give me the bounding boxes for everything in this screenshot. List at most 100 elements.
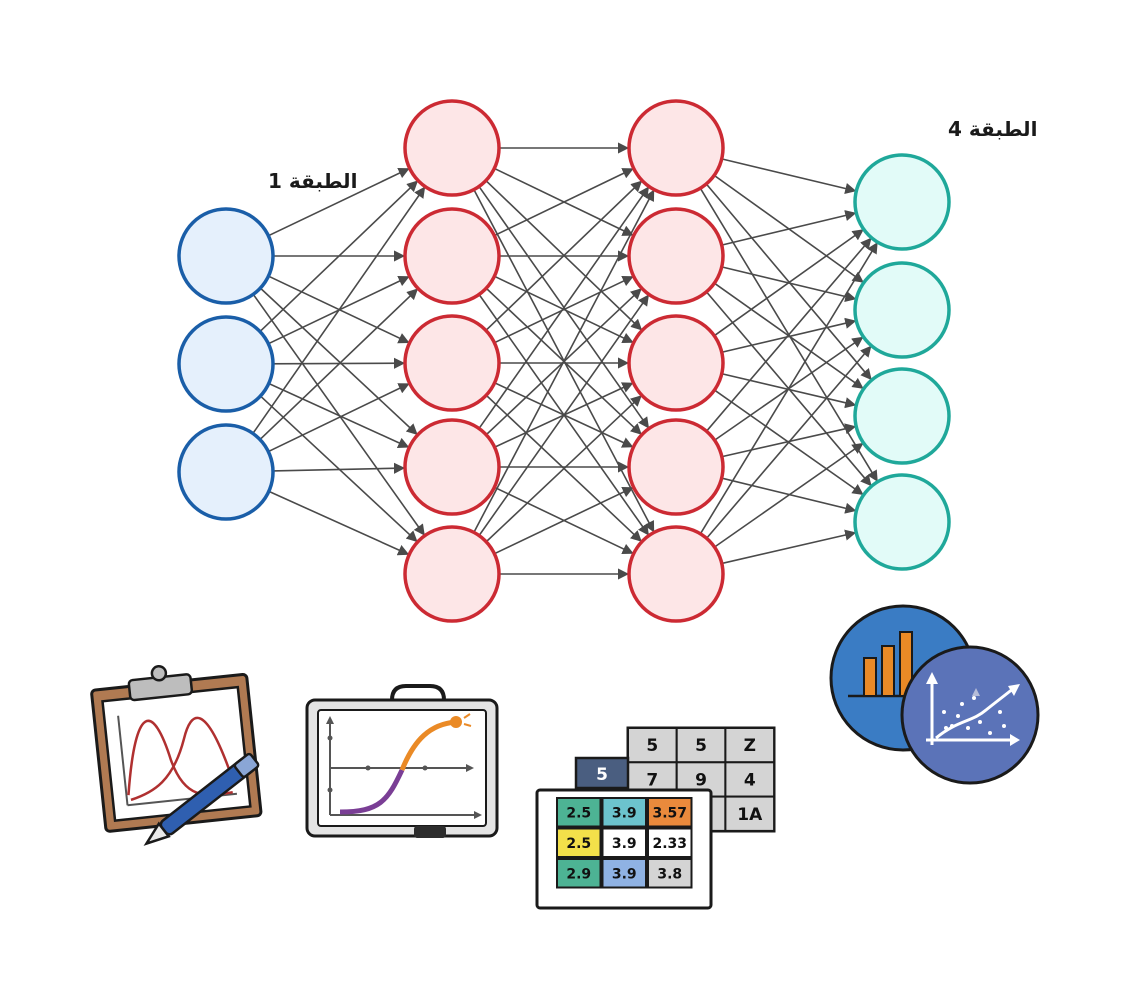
back-cell bbox=[724, 795, 776, 832]
output-neuron-4 bbox=[853, 473, 951, 571]
connection-1-4-3 bbox=[488, 486, 634, 558]
connection-0-2-0 bbox=[248, 186, 426, 439]
connections bbox=[248, 142, 878, 580]
output-neuron-1 bbox=[853, 153, 951, 251]
layer-1-label: الطبقة 1 bbox=[268, 169, 357, 193]
hidden1-neuron-2 bbox=[403, 207, 501, 305]
connection-0-1-0 bbox=[255, 180, 419, 337]
connection-2-0-0 bbox=[715, 156, 857, 194]
front-cell-text: 3.57 bbox=[652, 805, 687, 821]
connection-2-4-0 bbox=[696, 242, 878, 540]
hidden2-neuron-4 bbox=[627, 418, 725, 516]
connection-0-1-1 bbox=[262, 275, 410, 348]
hidden1-neuron-1 bbox=[403, 99, 501, 197]
output-neuron-2 bbox=[853, 261, 951, 359]
front-cell-text: 2.5 bbox=[566, 805, 591, 821]
front-cell bbox=[556, 858, 602, 889]
connection-1-3-2 bbox=[488, 382, 634, 451]
connection-1-4-0 bbox=[470, 189, 655, 539]
clipboard-chart-icon bbox=[90, 665, 263, 846]
front-cell-text: 2.9 bbox=[566, 866, 591, 882]
connection-1-2-0 bbox=[481, 180, 643, 336]
connection-2-2-0 bbox=[708, 229, 864, 340]
back-cell bbox=[724, 727, 776, 764]
back-cell-text: 4 bbox=[744, 770, 756, 790]
table-tab-label: 5 bbox=[596, 765, 608, 785]
hidden1-neuron-4 bbox=[403, 418, 501, 516]
analytics-charts-icon bbox=[829, 604, 1040, 785]
input-neuron-2 bbox=[177, 315, 275, 413]
connection-2-4-1 bbox=[702, 345, 872, 544]
back-cell-text: 9 bbox=[695, 770, 707, 790]
connection-2-1-3 bbox=[701, 286, 872, 487]
whiteboard-sigmoid-icon bbox=[305, 684, 499, 838]
hidden1-neuron-5 bbox=[403, 525, 501, 623]
hidden2-neuron-2 bbox=[627, 207, 725, 305]
connection-1-0-3 bbox=[474, 181, 650, 429]
front-cell bbox=[647, 827, 693, 858]
hidden2-neuron-3 bbox=[627, 314, 725, 412]
back-cell-text: 1A bbox=[737, 805, 763, 825]
neurons bbox=[177, 99, 951, 623]
connection-1-3-4 bbox=[488, 483, 634, 555]
front-cell bbox=[556, 827, 602, 858]
hidden2-neuron-1 bbox=[627, 99, 725, 197]
connection-1-2-3 bbox=[488, 379, 634, 448]
layer-4-label: الطبقة 4 bbox=[948, 117, 1037, 141]
input-neuron-3 bbox=[177, 423, 275, 521]
connection-1-1-4 bbox=[474, 289, 650, 536]
hidden1-neuron-3 bbox=[403, 314, 501, 412]
spreadsheet-icon: 5 5 Z 7 9 4 1A 5 2.5 3.9 3.57 2.5 3.9 2.33 2.9 3.9 3.8 bbox=[535, 726, 776, 910]
connection-0-1-3 bbox=[262, 380, 410, 449]
connection-2-3-2 bbox=[715, 423, 857, 459]
connection-1-3-1 bbox=[481, 288, 642, 440]
front-cell-text: 3.9 bbox=[612, 866, 637, 882]
connection-2-4-2 bbox=[709, 442, 864, 552]
connection-0-1-2 bbox=[266, 357, 406, 369]
connection-2-1-1 bbox=[715, 264, 857, 302]
connection-0-0-0 bbox=[262, 167, 410, 240]
back-cell-text: 5 bbox=[695, 736, 707, 756]
front-cell-text: 3.9 bbox=[612, 805, 637, 821]
connection-1-2-4 bbox=[481, 390, 642, 542]
connection-1-4-2 bbox=[481, 395, 642, 547]
connection-2-4-3 bbox=[715, 529, 857, 566]
front-cell bbox=[601, 797, 647, 828]
connection-0-2-3 bbox=[266, 462, 406, 474]
connection-2-3-3 bbox=[715, 475, 857, 514]
front-cell-text: 2.5 bbox=[566, 836, 591, 852]
front-cell bbox=[601, 858, 647, 889]
connection-2-0-1 bbox=[708, 171, 864, 283]
connection-2-2-2 bbox=[715, 371, 857, 409]
front-cell-text: 3.8 bbox=[657, 866, 682, 882]
output-neuron-3 bbox=[853, 367, 951, 465]
hidden2-neuron-5 bbox=[627, 525, 725, 623]
connection-1-4-1 bbox=[474, 294, 650, 541]
front-cell bbox=[601, 827, 647, 858]
connection-1-1-0 bbox=[488, 168, 634, 239]
front-cell bbox=[556, 797, 602, 828]
connection-2-3-1 bbox=[709, 336, 864, 445]
connection-2-1-2 bbox=[709, 279, 864, 389]
connection-1-0-2 bbox=[481, 175, 643, 331]
connection-0-2-1 bbox=[255, 288, 419, 445]
connection-0-0-4 bbox=[249, 288, 425, 536]
connection-2-2-3 bbox=[709, 385, 864, 496]
input-neuron-1 bbox=[177, 207, 275, 305]
connection-0-2-2 bbox=[262, 383, 410, 455]
connection-0-0-2 bbox=[262, 272, 410, 344]
connection-2-1-0 bbox=[715, 210, 857, 248]
connection-1-0-1 bbox=[488, 165, 634, 236]
connection-1-3-0 bbox=[474, 186, 650, 434]
connection-2-3-0 bbox=[701, 237, 872, 437]
back-cell-text: 7 bbox=[646, 770, 658, 790]
front-cell-text: 3.9 bbox=[612, 836, 637, 852]
connection-1-1-2 bbox=[488, 272, 634, 344]
back-cell-text: 5 bbox=[646, 736, 658, 756]
connection-1-0-4 bbox=[470, 183, 655, 533]
front-cell-text: 2.33 bbox=[652, 836, 687, 852]
back-cell-text: Z bbox=[744, 736, 756, 756]
front-cell bbox=[647, 858, 693, 889]
connection-2-0-2 bbox=[701, 178, 872, 381]
